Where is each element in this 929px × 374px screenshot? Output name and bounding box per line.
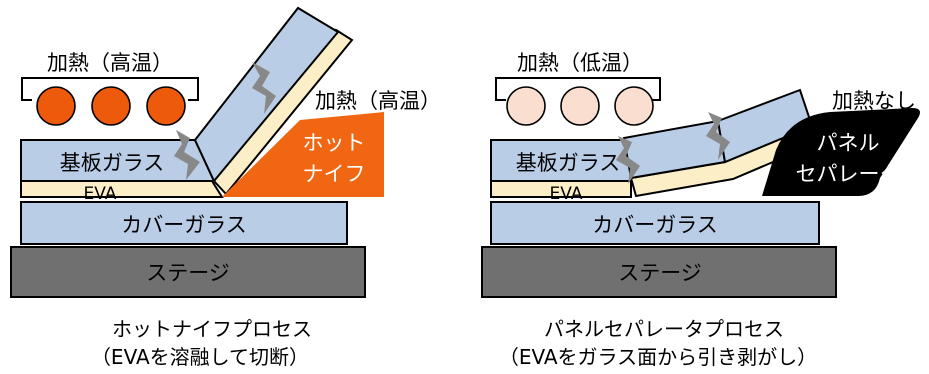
crack-mark (706, 112, 730, 160)
heater-circle (560, 86, 600, 126)
caption-right-line1: パネルセパレータプロセス (544, 317, 784, 341)
crack-mark (252, 62, 276, 114)
crack-mark (174, 130, 200, 180)
panel-separator-label-2: セパレータ (796, 162, 901, 186)
heater-bracket (21, 77, 199, 101)
substrate-glass-label: 基板ガラス (516, 151, 621, 175)
heater-circle (146, 86, 186, 126)
substrate-glass (490, 139, 632, 182)
cover-glass-label: カバーガラス (121, 213, 247, 237)
hot-knife-label-2: ナイフ (303, 162, 366, 186)
caption-left-line2: （EVAを溶融して切断） (91, 345, 309, 369)
heater-circle (506, 86, 546, 126)
stage-label: ステージ (146, 261, 230, 285)
cover-glass-label: カバーガラス (592, 213, 718, 237)
heater-bracket (495, 77, 661, 101)
caption-left-line1: ホットナイフプロセス (112, 317, 312, 341)
cover-glass (490, 201, 820, 245)
heat-label-right: 加熱（低温） (517, 51, 643, 75)
heater-circle (614, 86, 654, 126)
stage-block (10, 246, 366, 298)
heater-circle (36, 86, 76, 126)
eva-layer (20, 180, 224, 198)
hot-knife-diagram: 加熱（高温） ステージ カバーガラス EVA 基板ガラス ホット ナイフ 加熱（… (10, 6, 441, 369)
substrate-glass-label: 基板ガラス (60, 151, 165, 175)
eva-label: EVA (84, 184, 117, 204)
heat-label-left: 加熱（高温） (47, 51, 173, 75)
heat-label-knife: 加熱（高温） (315, 89, 441, 113)
crack-mark (616, 136, 640, 184)
panel-separator-diagram: 加熱（低温） ステージ カバーガラス EVA 基板ガラス パネル セパレータ 加… (481, 51, 920, 369)
heater-circle (91, 86, 131, 126)
cover-glass (20, 201, 348, 245)
eva-label: EVA (550, 184, 583, 204)
hot-knife (222, 112, 384, 197)
hot-knife-label-1: ホット (303, 131, 366, 155)
panel-separator (762, 108, 920, 196)
panel-separator-label-1: パネル (817, 131, 880, 155)
caption-right-line2: （EVAをガラス面から引き剥がし） (499, 345, 817, 369)
heat-label-separator: 加熱なし (832, 89, 916, 113)
stage-label: ステージ (618, 261, 702, 285)
stage-block (481, 246, 837, 298)
